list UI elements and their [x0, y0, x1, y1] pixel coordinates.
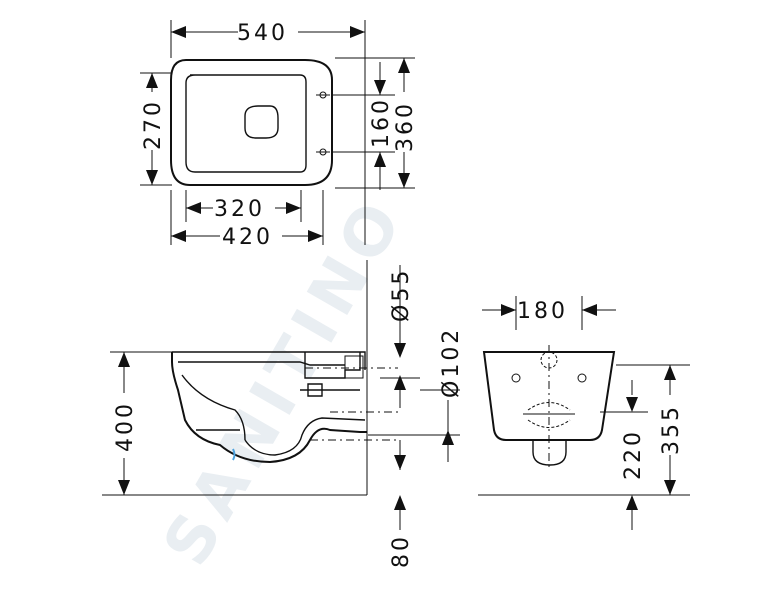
top-view: 540 270 160 360 320: [140, 20, 418, 250]
dim-180: 180: [517, 299, 568, 324]
side-view: 400 Ø55 Ø102 80: [102, 260, 464, 568]
dim-270: 270: [141, 99, 166, 150]
dim-540: 540: [237, 21, 288, 46]
dim-360: 360: [393, 101, 418, 152]
dim-80: 80: [389, 534, 414, 568]
dim-d55: Ø55: [389, 268, 414, 322]
dim-320: 320: [214, 197, 265, 222]
dim-400: 400: [113, 401, 138, 452]
watermark: SANITINO: [150, 184, 420, 578]
dim-d102: Ø102: [439, 327, 464, 398]
dim-355: 355: [659, 404, 684, 455]
dim-420: 420: [222, 225, 273, 250]
dim-220: 220: [621, 429, 646, 480]
front-view: 180 220 355: [478, 296, 690, 530]
dim-160: 160: [369, 97, 394, 148]
